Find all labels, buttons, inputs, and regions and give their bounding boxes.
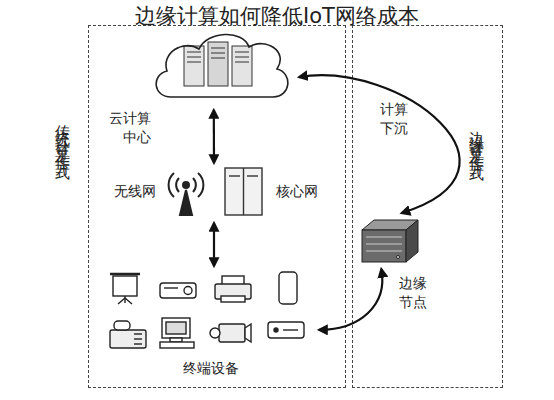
edge-server-icon [366,237,402,238]
cloud-servers [184,46,204,86]
antenna-icon [180,190,192,215]
connector-arrow [299,75,460,213]
cloud-servers [232,46,252,86]
terminal-device-icons [160,342,194,348]
edge-server-icon [397,256,400,259]
node-label: 无线网 [107,182,163,201]
terminal-device-icons [110,273,140,276]
core-network-icon [225,168,262,215]
cloud-servers [235,62,249,63]
group-box: 传统云计算工作方式云计算 中心无线网核心网终端设备 [88,25,346,388]
terminal-device-icons [221,296,245,302]
edge-server-icon [366,251,402,252]
network-band: 无线网核心网 [106,166,321,218]
core-network-icon [225,168,262,215]
antenna-icon [169,173,204,215]
cloud-servers [187,57,201,58]
node-label: 云计算 中心 [101,109,151,147]
connector-arrow [213,223,215,266]
terminal-device-icons [164,287,178,288]
node-label: 核心网 [269,182,325,201]
terminal-device-icons [118,298,125,304]
terminal-device-icons [210,328,220,338]
terminal-device-icons [124,296,125,303]
cloud-servers [211,53,225,54]
node-label: 边缘 节点 [399,274,431,312]
terminal-device-icons [184,287,192,295]
core-network-icon [247,175,258,176]
terminal-device-icons [134,338,142,339]
terminal-device-icons [245,324,251,342]
core-network-icon [243,168,244,215]
terminal-device-icons [279,272,297,304]
antenna-icon [176,178,179,192]
group-box: 边缘计算工作方式边缘 节点 [352,25,503,388]
group-heading: 传统云计算工作方式 [53,113,73,158]
terminal-device-icons [134,343,142,344]
cloud-servers [211,58,225,59]
terminal-device-icons [114,321,130,330]
edge-label: 计算 下沉 [380,100,412,138]
cloud-servers [235,57,249,58]
terminal-device-icons [166,322,186,334]
antenna-icon [183,182,189,188]
terminal-device-icons [125,298,132,304]
edge-server-icon [362,220,418,262]
terminal-device-icons [283,329,298,330]
terminal-device-icons [219,324,245,342]
cloud-servers [187,62,201,63]
cloud-servers [208,42,228,86]
edge-server-icon [362,230,406,262]
connector-arrow [319,269,382,330]
node-label: 终端设备 [161,359,261,378]
terminal-device-icons [274,328,278,332]
terminal-device-icons [160,283,196,298]
terminal-device-icons [110,272,304,348]
terminal-device-icons [134,333,142,334]
antenna-icon [193,178,196,192]
cloud-servers [187,52,201,53]
cloud-servers [211,48,225,49]
terminal-device-icons [113,276,137,296]
terminal-device-icons [268,322,304,338]
cloud-outline [149,29,293,103]
page-title: 边缘计算如何降低IoT网络成本 [0,3,554,29]
core-network-icon [229,175,240,176]
antenna-icon [169,173,174,197]
cloud-servers [235,52,249,53]
edge-server-node: 边缘 节点 [361,219,419,263]
cloud-outline-path [156,34,288,97]
connector-arrow [213,110,215,163]
device-group: 终端设备 [106,269,313,386]
antenna-icon [198,173,203,197]
cloud-shape: 云计算 中心 [149,29,293,103]
edge-server-icon [406,220,418,262]
terminal-device-icons [110,330,146,348]
terminal-device-icons [162,318,190,338]
cloud-servers [184,42,252,86]
group-heading: 边缘计算工作方式 [467,119,487,159]
edge-server-icon [366,244,402,245]
